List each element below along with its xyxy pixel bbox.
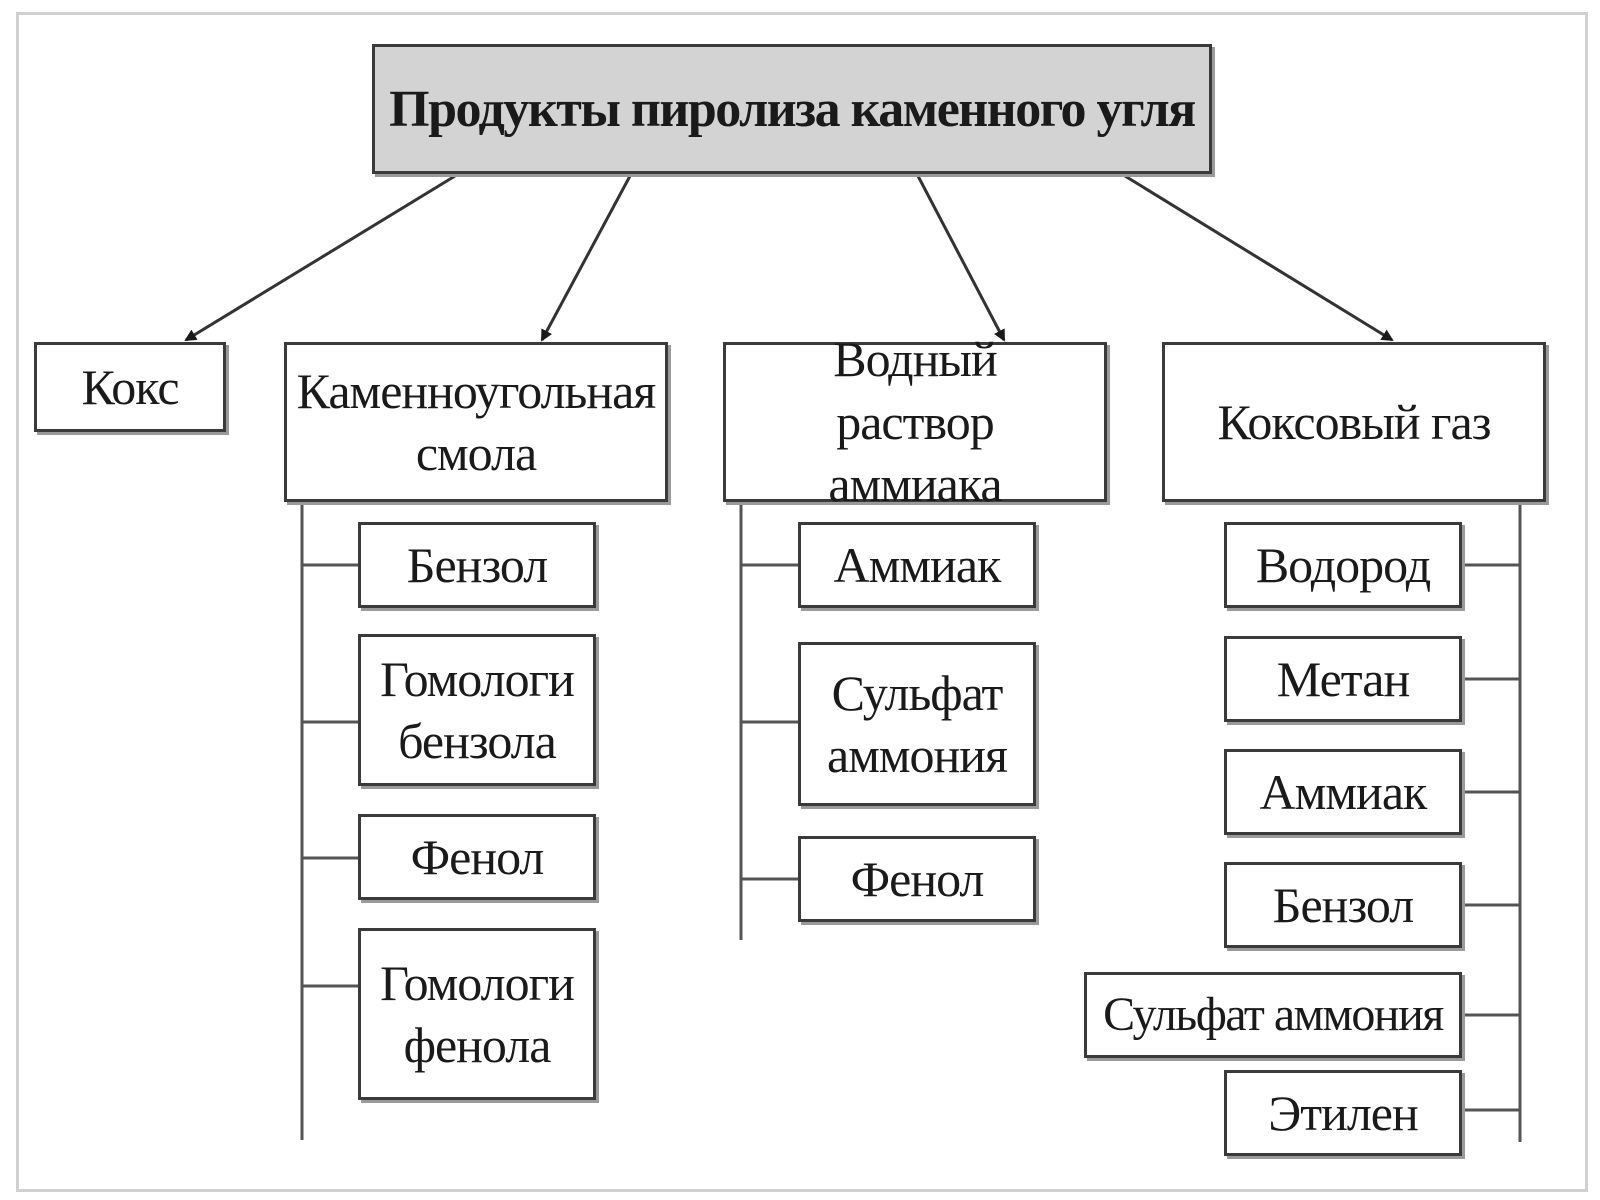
smola-item-fenol: Фенол [358, 814, 596, 900]
ammiak-item-sulfat-ammoniya: Сульфат аммония [798, 642, 1036, 806]
branch-kamennougolnaya-smola: Каменноугольная смола [284, 342, 668, 502]
gaz-item-benzol: Бензол [1224, 862, 1462, 948]
branch-vodnyi-rastvor-ammiaka: Водный раствор аммиака [723, 331, 1107, 512]
title-text: Продукты пиролиза каменного угля [389, 80, 1196, 138]
gaz-item-sulfat-ammoniya: Сульфат аммония [1084, 972, 1462, 1058]
gaz-item-metan: Метан [1224, 636, 1462, 722]
smola-item-gomologi-fenola: Гомологи фенола [358, 928, 596, 1100]
gaz-item-ammiak: Аммиак [1224, 749, 1462, 835]
gaz-item-etilen: Этилен [1224, 1070, 1462, 1156]
branch-koksovyi-gaz: Коксовый газ [1162, 342, 1546, 502]
ammiak-item-fenol: Фенол [798, 836, 1036, 922]
gaz-item-vodorod: Водород [1224, 522, 1462, 608]
arrow-to-smola [540, 175, 632, 342]
smola-item-gomologi-benzola: Гомологи бензола [358, 634, 596, 786]
ammiak-item-ammiak: Аммиак [798, 522, 1036, 608]
arrow-to-koks [184, 174, 456, 342]
branch-koks: Кокс [34, 342, 226, 432]
smola-item-benzol: Бензол [358, 522, 596, 608]
arrow-to-gaz [1124, 174, 1394, 342]
title-box: Продукты пиролиза каменного угля [372, 44, 1212, 174]
arrow-to-ammiak [916, 175, 1006, 342]
